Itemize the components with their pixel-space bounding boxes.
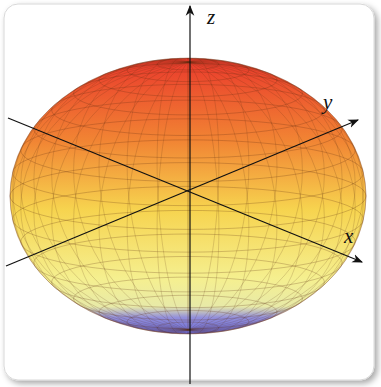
meridian-line xyxy=(52,62,188,331)
meridian-line xyxy=(188,62,324,331)
meridian-line xyxy=(21,62,188,330)
meridian-line xyxy=(188,62,363,330)
axis-label: z xyxy=(207,7,215,28)
meridian-line xyxy=(188,58,189,330)
meridian-line xyxy=(13,62,188,330)
meridian-line xyxy=(188,58,219,330)
meridian-line xyxy=(127,62,188,333)
axis-label: y xyxy=(323,92,332,113)
z-axis xyxy=(189,6,190,384)
meridian-line xyxy=(188,59,249,330)
x-axis xyxy=(8,118,362,262)
meridian-line xyxy=(188,60,324,329)
axes xyxy=(6,6,362,384)
meridian-line xyxy=(21,62,188,330)
ellipsoid xyxy=(10,58,366,334)
meridian-line xyxy=(52,60,188,329)
meridian-line xyxy=(188,59,277,330)
meridian-line xyxy=(188,62,249,333)
meridian-line xyxy=(188,62,355,330)
meridian-line xyxy=(188,62,363,330)
meridian-line xyxy=(157,62,188,334)
meridian-line xyxy=(13,62,188,330)
frame xyxy=(4,4,374,380)
meridian-line xyxy=(188,62,277,333)
meridian-line xyxy=(99,62,188,333)
ellipsoid-outline xyxy=(10,58,366,334)
axis-label: x xyxy=(344,226,353,247)
y-axis xyxy=(6,120,358,266)
ellipsoid-surface xyxy=(10,58,366,334)
meridian-line xyxy=(188,62,355,330)
meridian-line xyxy=(99,59,188,330)
meridian-line xyxy=(157,58,188,330)
